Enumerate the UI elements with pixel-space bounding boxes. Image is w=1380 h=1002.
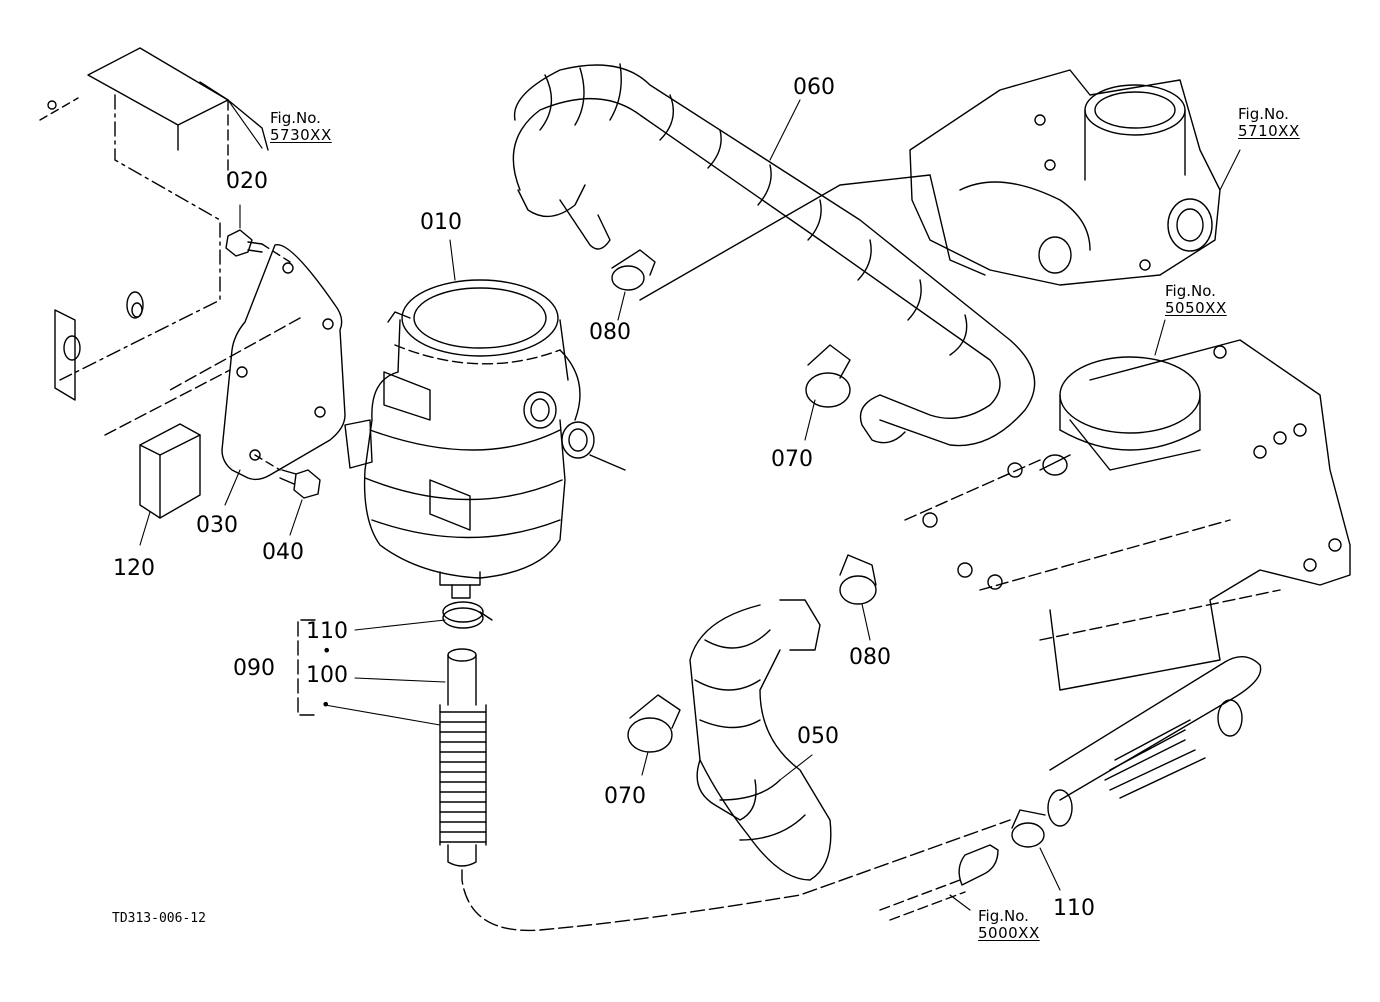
label-part-120: 120 (113, 556, 155, 581)
engine-block-outline (904, 339, 1351, 691)
figure-ref-number: 5710XX (1238, 122, 1300, 141)
part-060-hose (512, 63, 1036, 447)
figure-ref-number: 5000XX (978, 924, 1040, 943)
kit-marker-dot-1: • (322, 641, 332, 660)
figure-ref-label: Fig.No. (978, 907, 1029, 925)
kit-marker-dot-2: • (321, 695, 331, 714)
figure-ref-number: 5050XX (1165, 299, 1227, 318)
leader-lines (139, 99, 1241, 911)
kit-090-bracket (297, 619, 316, 716)
part-100-breather-tube (439, 648, 1011, 932)
label-part-110-lower: 110 (1053, 896, 1095, 921)
label-part-070-upper: 070 (771, 447, 813, 472)
part-040-bolt (254, 454, 321, 499)
part-050-hose (689, 599, 832, 881)
label-part-070-lower: 070 (604, 784, 646, 809)
label-part-020: 020 (226, 169, 268, 194)
part-020-bolt (225, 229, 291, 263)
label-part-100: 100 (306, 663, 348, 688)
corrugated-pipe (879, 656, 1262, 921)
label-part-060: 060 (793, 75, 835, 100)
clamps (442, 249, 1046, 848)
label-part-080-upper: 080 (589, 320, 631, 345)
frame-bracket (39, 47, 269, 401)
part-030-gasket (169, 244, 346, 481)
part-010-separator (344, 279, 626, 599)
label-part-110-upper: 110 (306, 619, 348, 644)
figure-ref-5710xx[interactable]: Fig.No. 5710XX (1238, 105, 1300, 141)
label-part-090: 090 (233, 656, 275, 681)
figure-ref-label: Fig.No. (1238, 105, 1289, 123)
part-120-rubber-block (104, 369, 231, 519)
figure-ref-label: Fig.No. (270, 109, 321, 127)
throttle-body (639, 69, 1221, 301)
label-part-050: 050 (797, 724, 839, 749)
figure-ref-number: 5730XX (270, 126, 332, 145)
label-part-030: 030 (196, 513, 238, 538)
label-part-040: 040 (262, 540, 304, 565)
figure-ref-5050xx[interactable]: Fig.No. 5050XX (1165, 282, 1227, 318)
figure-ref-label: Fig.No. (1165, 282, 1216, 300)
label-part-080-lower: 080 (849, 645, 891, 670)
figure-ref-5000xx[interactable]: Fig.No. 5000XX (978, 907, 1040, 943)
drawing-code: TD313-006-12 (112, 911, 206, 926)
figure-ref-5730xx[interactable]: Fig.No. 5730XX (270, 109, 332, 145)
label-part-010: 010 (420, 210, 462, 235)
